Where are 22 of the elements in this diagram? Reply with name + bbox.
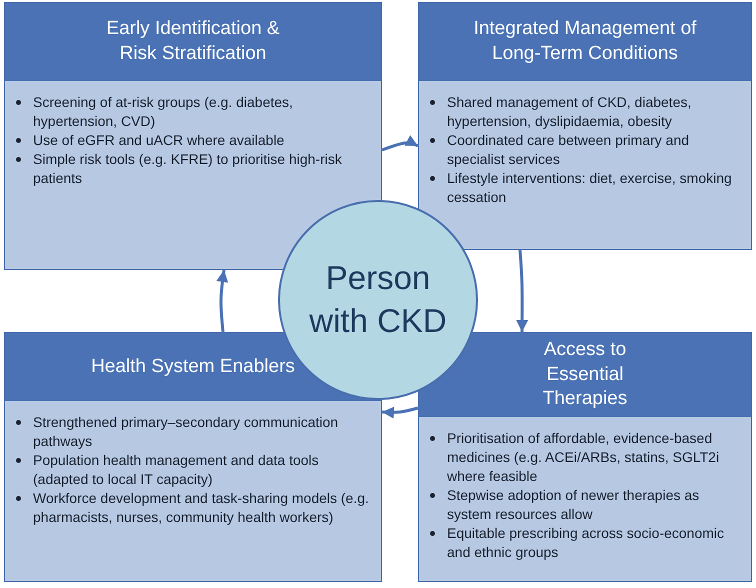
card-heading: Access to Essential Therapies (419, 333, 751, 417)
bullet-item: Equitable prescribing across socio-economic and ethnic groups (447, 524, 743, 562)
card-heading: Integrated Management of Long-Term Conditions (419, 3, 751, 81)
bullet-item: Use of eGFR and uACR where available (33, 131, 373, 150)
card (4, 332, 382, 582)
bullet-item: Population health management and data tools (adapted to local IT capacity) (33, 451, 373, 489)
bullet-item: Screening of at-risk groups (e.g. diabetes, hypertension, CVD) (33, 93, 373, 131)
cycle-arrow (216, 270, 228, 332)
bullet-item: Strengthened primary–secondary communication pathways (33, 413, 373, 451)
bullet-item: Coordinated care between primary and specialist services (447, 131, 743, 169)
card-heading: Early Identification & Risk Stratification (5, 3, 381, 81)
cycle-arrow (382, 406, 418, 419)
card (418, 332, 752, 582)
cycle-arrow (381, 135, 419, 152)
card (418, 2, 752, 250)
bullet-item: Simple risk tools (e.g. KFRE) to prioritise high-risk patients (33, 150, 373, 188)
bullet-item: Shared management of CKD, diabetes, hypertension, dyslipidaemia, obesity (447, 93, 743, 131)
bullet-item: Stepwise adoption of newer therapies as system resources allow (447, 486, 743, 524)
bullet-item: Prioritisation of affordable, evidence-based medicines (e.g. ACEi/ARBs, statins, SGLT2i where feasible (447, 429, 743, 486)
bullet-item: Lifestyle interventions: diet, exercise, smoking cessation (447, 169, 743, 207)
bullet-item: Workforce development and task-sharing models (e.g. pharmacists, nurses, community health workers) (33, 489, 373, 527)
cycle-arrow (516, 250, 528, 332)
